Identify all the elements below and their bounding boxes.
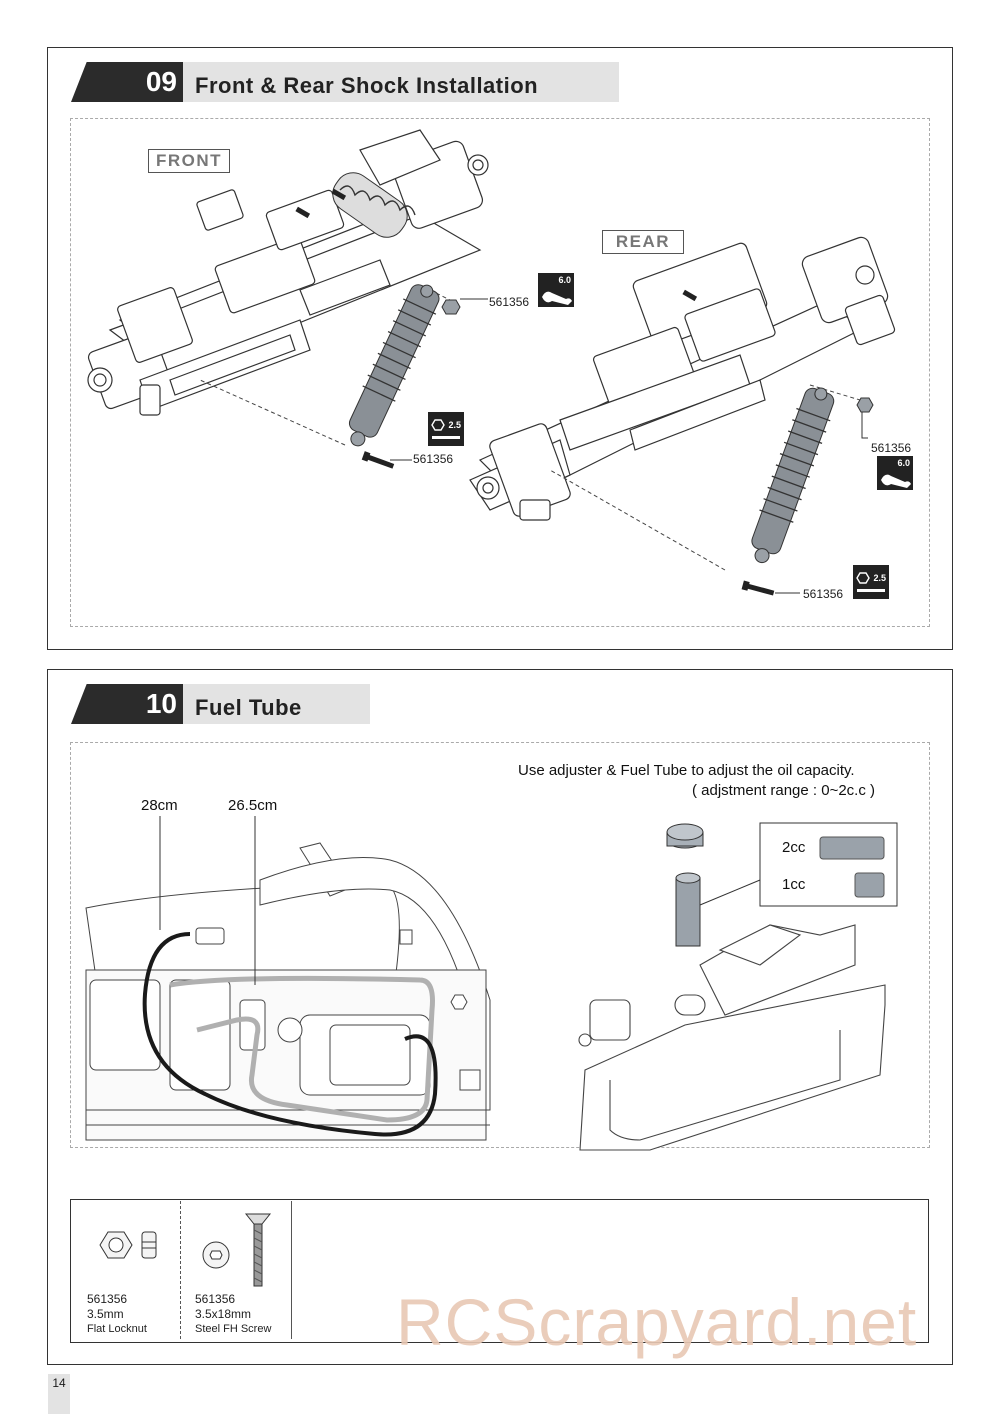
hex-driver-icon: 2.5 xyxy=(428,412,464,446)
part-1-size: 3.5mm xyxy=(87,1307,124,1321)
page-number: 14 xyxy=(48,1374,70,1414)
step-10-figure-area xyxy=(70,742,930,1148)
front-nut-callout: 561356 xyxy=(489,295,530,309)
wrench-icon: 6.0 xyxy=(877,456,913,490)
front-screw-callout: 561356 xyxy=(413,452,454,466)
step-09-figure-area xyxy=(70,118,930,627)
part-2-name: Steel FH Screw xyxy=(195,1323,272,1335)
capacity-2cc: 2cc xyxy=(782,839,806,856)
part-1-name: Flat Locknut xyxy=(87,1323,147,1335)
rear-screw-callout: 561356 xyxy=(803,587,844,601)
parts-divider xyxy=(180,1201,181,1339)
adjust-note-line2: ( adjstment range : 0~2c.c ) xyxy=(692,782,876,799)
step-10-title: Fuel Tube xyxy=(195,695,302,720)
part-2-code: 561356 xyxy=(195,1292,236,1306)
capacity-1cc: 1cc xyxy=(782,876,806,893)
step-09-title: Front & Rear Shock Installation xyxy=(195,73,539,98)
front-label: FRONT xyxy=(148,149,230,173)
parts-box xyxy=(70,1199,929,1343)
step-10-number: 10 xyxy=(145,688,177,719)
adjust-note-line1: Use adjuster & Fuel Tube to adjust the o… xyxy=(518,762,855,779)
rear-nut-callout: 561356 xyxy=(871,441,912,455)
front-chassis-illustration xyxy=(87,129,896,596)
parts-divider xyxy=(291,1201,292,1339)
watermark: RCScrapyard.net xyxy=(396,1285,918,1359)
fh-screw-icon xyxy=(202,1213,272,1287)
rear-label: REAR xyxy=(602,230,684,254)
flat-locknut-icon xyxy=(99,1231,157,1259)
step-09-header: 09 Front & Rear Shock Installation xyxy=(71,62,619,102)
step-09-number: 09 xyxy=(145,66,177,97)
tube-length-28: 28cm xyxy=(141,797,178,814)
wrench-icon: 6.0 xyxy=(538,273,574,307)
step-10-header: 10 Fuel Tube xyxy=(71,684,370,724)
hex-driver-icon: 2.5 xyxy=(853,565,889,599)
part-1-code: 561356 xyxy=(87,1292,128,1306)
tube-length-26-5: 26.5cm xyxy=(228,797,278,814)
part-2-size: 3.5x18mm xyxy=(195,1307,252,1321)
